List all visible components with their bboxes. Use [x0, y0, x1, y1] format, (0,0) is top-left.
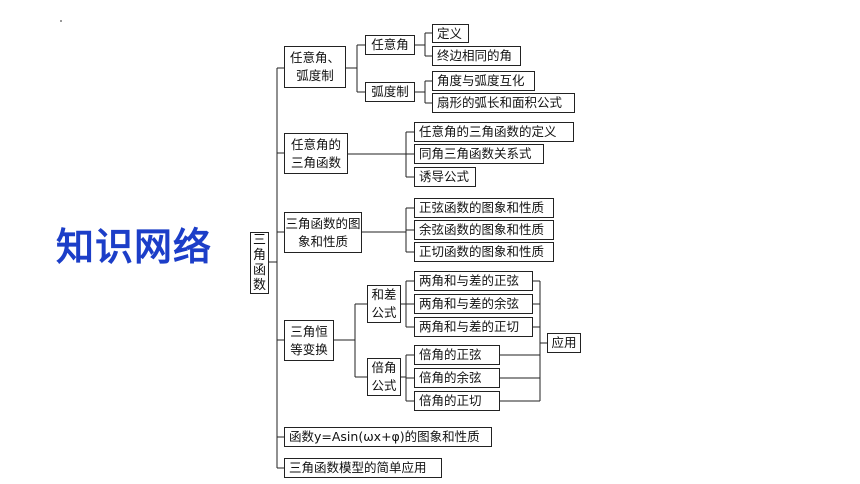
leaf-same-angle-label: 同角三角函数关系式 — [419, 146, 532, 161]
node-any-angle-sub: 任意角 — [365, 35, 415, 55]
leaf-double-sine: 倍角的正弦 — [414, 345, 500, 365]
leaf-trig-definition-label: 任意角的三角函数的定义 — [419, 124, 557, 139]
leaf-sine-graph-label: 正弦函数的图象和性质 — [419, 200, 545, 215]
node-radian: 弧度制 — [365, 82, 415, 102]
node-application: 应用 — [547, 333, 581, 353]
leaf-double-sine-label: 倍角的正弦 — [419, 347, 482, 362]
node-asin-label: 函数y=Asin(ωx+φ)的图象和性质 — [289, 429, 480, 444]
leaf-double-cosine: 倍角的余弦 — [414, 368, 500, 388]
leaf-cosine-graph: 余弦函数的图象和性质 — [414, 220, 554, 240]
node-sum-diff: 和差公式 — [367, 285, 401, 323]
root-node: 三角函数 — [250, 232, 269, 294]
leaf-sum-cosine-label: 两角和与差的余弦 — [419, 296, 520, 311]
leaf-sector: 扇形的弧长和面积公式 — [432, 93, 575, 113]
node-application-label: 应用 — [551, 335, 577, 350]
node-double: 倍角公式 — [367, 358, 401, 396]
leaf-sum-sine: 两角和与差的正弦 — [414, 271, 533, 291]
node-sum-diff-label: 和差公式 — [371, 287, 397, 320]
leaf-induction-label: 诱导公式 — [419, 169, 470, 184]
leaf-induction: 诱导公式 — [414, 167, 476, 187]
stray-dot — [60, 20, 62, 22]
leaf-tangent-graph-label: 正切函数的图象和性质 — [419, 244, 545, 259]
node-any-angle: 任意角、弧度制 — [284, 46, 346, 88]
leaf-sector-label: 扇形的弧长和面积公式 — [437, 95, 563, 110]
node-any-angle-sub-label: 任意角 — [371, 37, 409, 52]
leaf-coterminal-label: 终边相同的角 — [437, 48, 513, 63]
leaf-definition-label: 定义 — [437, 25, 463, 41]
leaf-double-cosine-label: 倍角的余弦 — [419, 370, 482, 385]
leaf-tangent-graph: 正切函数的图象和性质 — [414, 242, 554, 262]
page-title: 知识网络 — [56, 225, 213, 269]
leaf-cosine-graph-label: 余弦函数的图象和性质 — [419, 222, 545, 237]
node-asin: 函数y=Asin(ωx+φ)的图象和性质 — [284, 427, 492, 447]
node-model: 三角函数模型的简单应用 — [284, 458, 442, 478]
node-graphs-label: 三角函数的图象和性质 — [285, 215, 361, 249]
leaf-double-tangent: 倍角的正切 — [414, 391, 500, 411]
leaf-sum-sine-label: 两角和与差的正弦 — [419, 273, 520, 288]
node-trig-any-angle-label: 任意角的三角函数 — [290, 136, 341, 170]
node-double-label: 倍角公式 — [371, 360, 397, 393]
node-identities: 三角恒等变换 — [284, 320, 334, 361]
node-radian-label: 弧度制 — [371, 84, 409, 99]
leaf-deg-rad-label: 角度与弧度互化 — [437, 73, 525, 88]
leaf-sum-tangent: 两角和与差的正切 — [414, 317, 533, 337]
leaf-sine-graph: 正弦函数的图象和性质 — [414, 198, 554, 218]
leaf-sum-tangent-label: 两角和与差的正切 — [419, 319, 520, 334]
node-graphs: 三角函数的图象和性质 — [284, 212, 362, 253]
node-model-label: 三角函数模型的简单应用 — [289, 460, 427, 475]
leaf-same-angle: 同角三角函数关系式 — [414, 144, 544, 164]
leaf-coterminal: 终边相同的角 — [432, 46, 521, 66]
node-trig-any-angle: 任意角的三角函数 — [284, 133, 348, 174]
leaf-double-tangent-label: 倍角的正切 — [419, 393, 482, 408]
leaf-deg-rad: 角度与弧度互化 — [432, 71, 535, 91]
root-label: 三角函数 — [253, 233, 267, 293]
leaf-trig-definition: 任意角的三角函数的定义 — [414, 122, 574, 142]
node-any-angle-label: 任意角、弧度制 — [289, 50, 340, 83]
leaf-sum-cosine: 两角和与差的余弦 — [414, 294, 533, 314]
node-identities-label: 三角恒等变换 — [290, 323, 328, 357]
leaf-definition: 定义 — [432, 24, 469, 43]
